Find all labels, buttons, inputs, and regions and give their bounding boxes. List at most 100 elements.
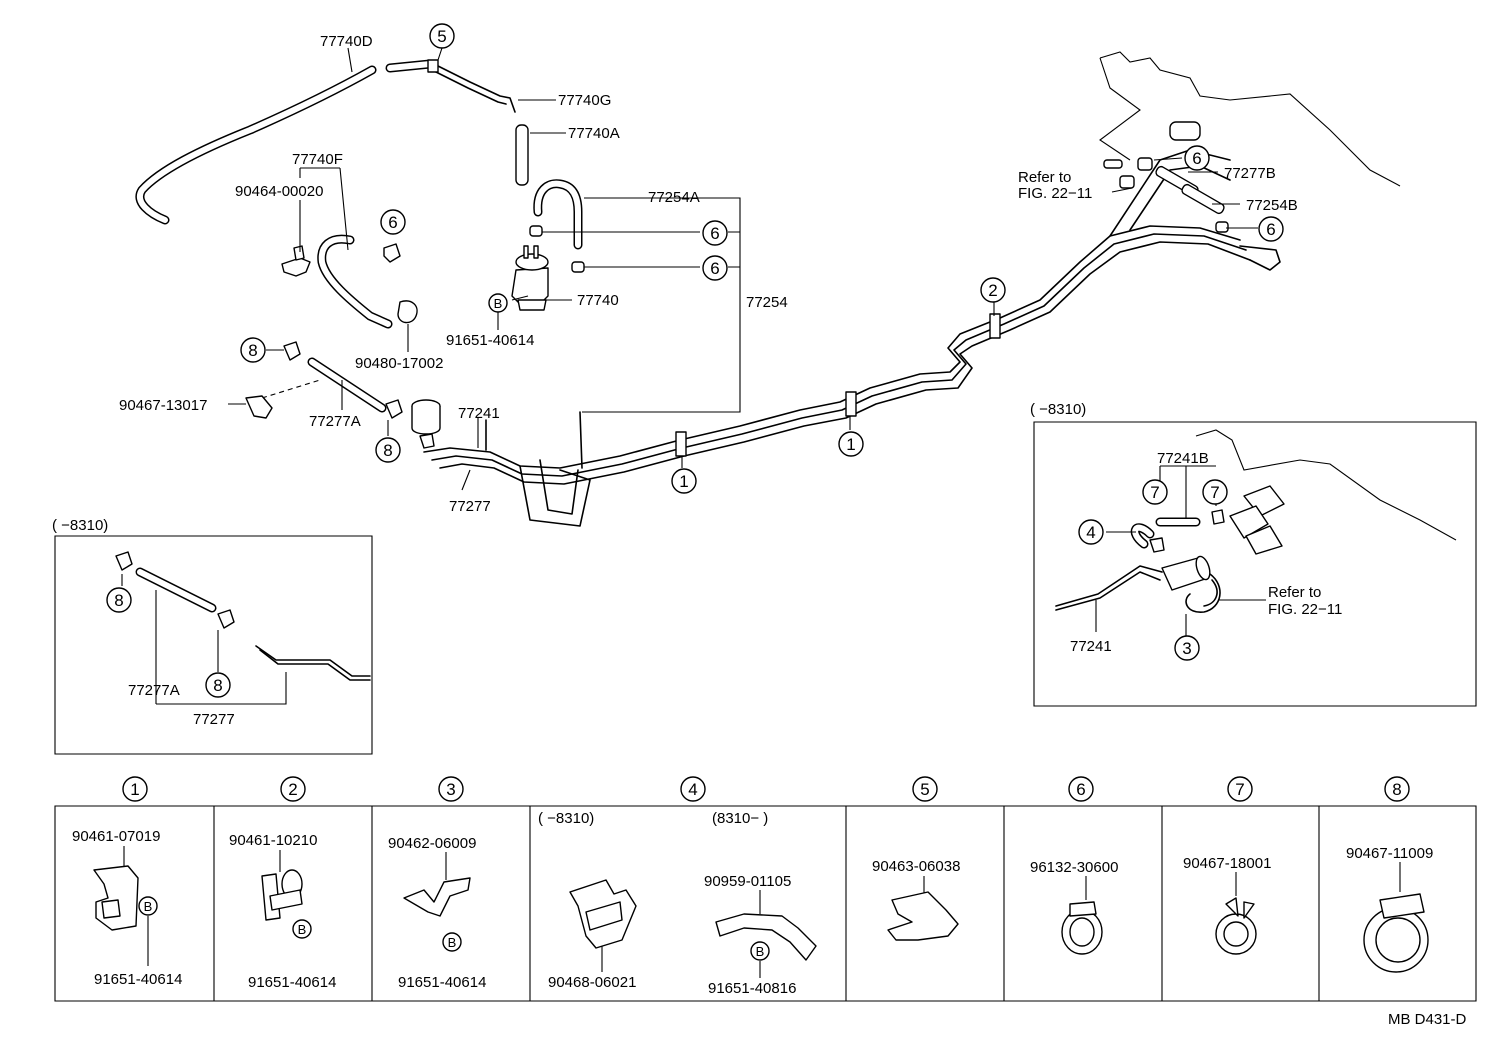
- inset-left-label-77277: 77277: [193, 711, 235, 728]
- inset-right-marker-7-a: 7: [1142, 479, 1168, 505]
- leader-77254A: [582, 197, 741, 413]
- leader-6-d: [1153, 157, 1183, 161]
- inset-left-label-77277A: 77277A: [128, 682, 180, 699]
- inset-right-label-77241: 77241: [1070, 638, 1112, 655]
- svg-text:(8310− ): (8310− ): [712, 810, 768, 827]
- svg-text:1: 1: [679, 472, 688, 491]
- table-marker-7: 7: [1227, 776, 1253, 802]
- inset-right-marker-3: 3: [1174, 635, 1200, 661]
- leader-77740D: [347, 47, 353, 73]
- svg-text:1: 1: [846, 435, 855, 454]
- table-cell-2: 90461-10210 B 91651-40614: [229, 832, 336, 991]
- label-77277B: 77277B: [1224, 165, 1276, 182]
- clamp-90467-13017: [245, 395, 273, 419]
- valve-77740: [511, 245, 549, 311]
- svg-text:4: 4: [1086, 523, 1095, 542]
- diagram-code: MB D431-D: [1388, 1011, 1467, 1028]
- label-77740F: 77740F: [292, 151, 343, 168]
- table-cell-6: 96132-30600: [1030, 859, 1118, 955]
- marker-6-c: 6: [702, 255, 728, 281]
- clamp-8-a: [283, 341, 301, 361]
- svg-text:90463-06038: 90463-06038: [872, 858, 960, 875]
- svg-text:7: 7: [1235, 780, 1244, 799]
- table-marker-1: 1: [122, 776, 148, 802]
- svg-text:6: 6: [388, 213, 397, 232]
- table-cell-3: 90462-06009 B 91651-40614: [388, 835, 486, 991]
- hose-77740F: [281, 234, 418, 329]
- svg-text:8: 8: [213, 676, 222, 695]
- pipe-77740G: [385, 59, 516, 113]
- marker-6-a: 6: [380, 209, 406, 235]
- table-marker-3: 3: [438, 776, 464, 802]
- leader-77241: [461, 418, 479, 491]
- inset-right-marker-4: 4: [1078, 519, 1104, 545]
- hose-77277A: [307, 357, 387, 413]
- svg-text:91651-40816: 91651-40816: [708, 980, 796, 997]
- hose-77254A: [533, 179, 583, 250]
- svg-text:( −8310): ( −8310): [538, 810, 594, 827]
- inset-right-marker-7-b: 7: [1202, 479, 1228, 505]
- svg-text:2: 2: [288, 780, 297, 799]
- label-refer-to: Refer to: [1018, 169, 1071, 186]
- label-77277: 77277: [449, 498, 491, 515]
- svg-text:2: 2: [988, 281, 997, 300]
- svg-text:5: 5: [920, 780, 929, 799]
- label-77254A: 77254A: [648, 189, 700, 206]
- filter-cap: [411, 399, 441, 435]
- label-90480-17002: 90480-17002: [355, 355, 443, 372]
- svg-text:90468-06021: 90468-06021: [548, 974, 636, 991]
- svg-text:3: 3: [446, 780, 455, 799]
- label-90467-13017: 90467-13017: [119, 397, 207, 414]
- label-77740: 77740: [577, 292, 619, 309]
- table-marker-2: 2: [280, 776, 306, 802]
- svg-text:8: 8: [248, 341, 257, 360]
- svg-text:6: 6: [1266, 220, 1275, 239]
- svg-text:B: B: [144, 899, 153, 914]
- svg-text:7: 7: [1150, 483, 1159, 502]
- svg-text:4: 4: [688, 780, 697, 799]
- label-90464-00020: 90464-00020: [235, 183, 323, 200]
- svg-text:8: 8: [114, 591, 123, 610]
- leader-b-a: [511, 295, 529, 301]
- svg-text:B: B: [298, 922, 307, 937]
- inset-right-label-77241B: 77241B: [1157, 450, 1209, 467]
- svg-text:6: 6: [1076, 780, 1085, 799]
- svg-text:96132-30600: 96132-30600: [1030, 859, 1118, 876]
- svg-text:6: 6: [710, 259, 719, 278]
- svg-text:8: 8: [1392, 780, 1401, 799]
- svg-text:90461-10210: 90461-10210: [229, 832, 317, 849]
- svg-text:91651-40614: 91651-40614: [398, 974, 486, 991]
- hose-77740D: [135, 65, 377, 225]
- table-cell-4: ( −8310) (8310− ) 90468-06021 90959-0110…: [538, 810, 817, 997]
- svg-text:B: B: [448, 935, 457, 950]
- leader-5: [437, 47, 443, 61]
- svg-text:8: 8: [383, 441, 392, 460]
- label-fig-22-11: FIG. 22−11: [1018, 185, 1092, 202]
- label-77254: 77254: [746, 294, 788, 311]
- svg-text:91651-40614: 91651-40614: [248, 974, 336, 991]
- inset-right: ( −8310) 7 7 4 3 77241B 772: [1030, 401, 1477, 707]
- svg-text:7: 7: [1210, 483, 1219, 502]
- main-pipe-bundle: [423, 149, 1281, 527]
- marker-1-a: 1: [671, 468, 697, 494]
- svg-text:6: 6: [1192, 149, 1201, 168]
- svg-text:B: B: [494, 296, 503, 311]
- clamp-6-a: [383, 243, 401, 263]
- leader-77740F: [299, 167, 349, 252]
- svg-text:90467-18001: 90467-18001: [1183, 855, 1271, 872]
- svg-text:3: 3: [1182, 639, 1191, 658]
- marker-1-b: 1: [838, 431, 864, 457]
- svg-text:90467-11009: 90467-11009: [1346, 845, 1433, 862]
- clamp-8-b: [385, 399, 403, 419]
- label-77740D: 77740D: [320, 33, 373, 50]
- inset-left-marker-8-a: 8: [106, 587, 132, 613]
- svg-text:91651-40614: 91651-40614: [94, 971, 182, 988]
- marker-8-a: 8: [240, 337, 266, 363]
- main-diagram: 5 6 6 6 6 6 8 8 1 1 2 B 77740D 77740G 77…: [119, 23, 1401, 527]
- inset-right-filter: [1161, 555, 1211, 591]
- label-77277A: 77277A: [309, 413, 361, 430]
- label-77254B: 77254B: [1246, 197, 1298, 214]
- svg-text:5: 5: [437, 27, 446, 46]
